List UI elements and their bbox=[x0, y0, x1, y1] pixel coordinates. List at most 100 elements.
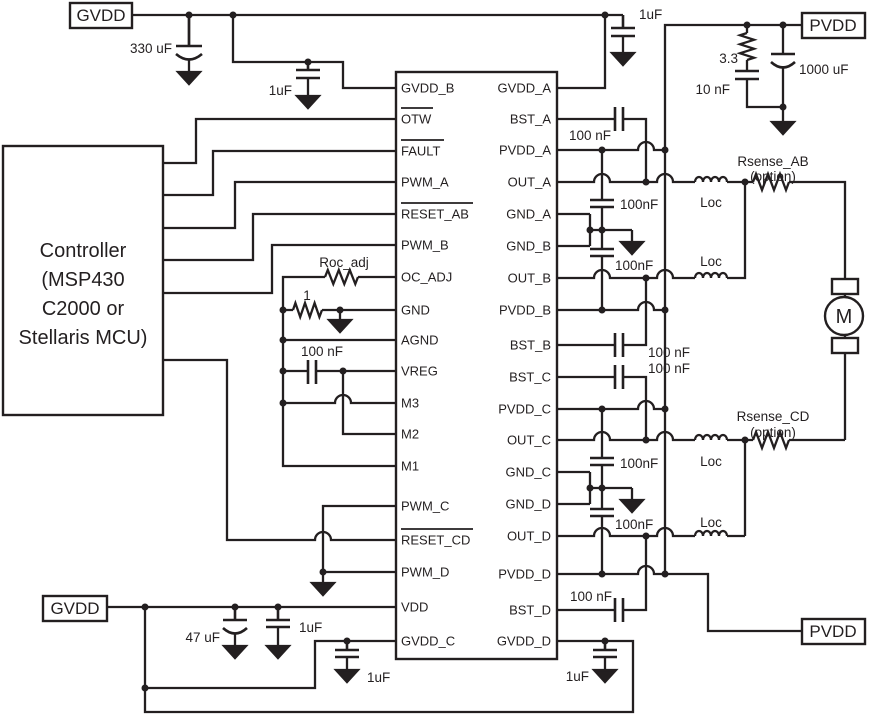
junction-dot bbox=[586, 226, 594, 234]
motor-circle bbox=[823, 295, 865, 337]
label-ind-c: Loc bbox=[700, 454, 722, 469]
label-rsense-cd-option: (option) bbox=[750, 425, 796, 440]
pin-label-gnd-d: GND_D bbox=[505, 497, 551, 512]
pin-label-bst-a: BST_A bbox=[510, 112, 552, 127]
label-res-1: 1 bbox=[303, 288, 311, 303]
junction-dots bbox=[141, 11, 787, 692]
junction-dot bbox=[642, 532, 650, 540]
junction-dot bbox=[601, 11, 609, 19]
capacitor-1000uf bbox=[770, 52, 796, 69]
junction-dot bbox=[274, 603, 282, 611]
motor-label: M bbox=[836, 306, 853, 328]
pin-label-reset-cd: RESET_CD bbox=[401, 533, 470, 548]
pin-label-gvdd-a: GVDD_A bbox=[498, 81, 552, 96]
junction-dot bbox=[141, 684, 149, 692]
label-cap-dec-ab1: 100nF bbox=[620, 197, 658, 212]
junction-dot bbox=[231, 603, 239, 611]
motor-terminal-bottom bbox=[830, 336, 860, 355]
pin-label-gvdd-b: GVDD_B bbox=[401, 81, 454, 96]
junction-dot bbox=[661, 146, 669, 154]
controller-box bbox=[1, 144, 165, 417]
junction-dot bbox=[141, 603, 149, 611]
pin-label-bst-c: BST_C bbox=[509, 370, 551, 385]
junction-dot bbox=[743, 21, 751, 29]
junction-dot bbox=[343, 637, 351, 645]
ic-right-pin-labels: GVDD_A BST_A PVDD_A OUT_A GND_A GND_B OU… bbox=[497, 81, 552, 649]
junction-dot bbox=[598, 146, 606, 154]
capacitor-bst-d bbox=[613, 598, 625, 622]
pin-label-out-d: OUT_D bbox=[507, 529, 551, 544]
pin-label-m1: M1 bbox=[401, 459, 419, 474]
junction-dot bbox=[661, 570, 669, 578]
resistor-1 bbox=[291, 299, 324, 321]
pin-label-vreg: VREG bbox=[401, 364, 438, 379]
label-cap-bst-a: 100 nF bbox=[569, 128, 611, 143]
ground-symbol bbox=[221, 634, 249, 660]
label-cap-330uf: 330 uF bbox=[130, 41, 172, 56]
pin-label-otw: OTW bbox=[401, 112, 432, 127]
junction-dot bbox=[339, 367, 347, 375]
controller-line-1: Controller bbox=[40, 240, 127, 262]
junction-dot bbox=[598, 306, 606, 314]
pin-label-reset-ab: RESET_AB bbox=[401, 207, 469, 222]
ground-symbol bbox=[264, 627, 292, 660]
pin-label-pwm-b: PWM_B bbox=[401, 238, 449, 253]
pin-label-gnd-a: GND_A bbox=[506, 207, 551, 222]
label-rsense-ab-option: (option) bbox=[750, 169, 796, 184]
pin-label-pwm-c: PWM_C bbox=[401, 499, 449, 514]
label-res-roc-adj: Roc_adj bbox=[319, 255, 369, 270]
pin-label-m3: M3 bbox=[401, 396, 419, 411]
capacitor-10nf bbox=[735, 69, 759, 81]
capacitor-vreg bbox=[306, 360, 318, 384]
junction-dot bbox=[642, 274, 650, 282]
label-cap-1uf-gvdd-b: 1uF bbox=[269, 83, 292, 98]
ground-symbol bbox=[333, 657, 361, 684]
inductor-loc-d bbox=[693, 529, 729, 537]
pin-label-pwm-d: PWM_D bbox=[401, 565, 449, 580]
capacitor-1uf-gvdd-a bbox=[611, 15, 635, 38]
junction-dot bbox=[601, 637, 609, 645]
gvdd-top-box bbox=[68, 1, 134, 30]
ground-symbol bbox=[175, 60, 203, 86]
junction-dot bbox=[185, 11, 193, 19]
label-cap-1uf-gvdd-d: 1uF bbox=[566, 669, 589, 684]
pin-label-pvdd-a: PVDD_A bbox=[499, 143, 551, 158]
junction-dot bbox=[598, 484, 606, 492]
ic-box bbox=[394, 70, 559, 661]
label-cap-47uf: 47 uF bbox=[185, 630, 220, 645]
controller-label: Controller (MSP430 C2000 or Stellaris MC… bbox=[19, 240, 148, 349]
wire-controller-signals bbox=[163, 117, 396, 542]
junction-dot bbox=[336, 306, 344, 314]
ground-symbol bbox=[609, 36, 637, 67]
label-ind-b: Loc bbox=[700, 254, 722, 269]
wire-pvdd-rail bbox=[663, 23, 802, 574]
motor-terminal-top bbox=[830, 277, 860, 296]
junction-dot bbox=[779, 103, 787, 111]
pin-label-out-c: OUT_C bbox=[507, 433, 551, 448]
junction-dot bbox=[229, 11, 237, 19]
pin-label-pvdd-d: PVDD_D bbox=[498, 567, 551, 582]
ground-symbol bbox=[769, 107, 797, 136]
resistor-rsense-ab bbox=[751, 170, 791, 194]
pin-label-agnd: AGND bbox=[401, 333, 439, 348]
ic-left-pin-labels: GVDD_B OTW FAULT PWM_A RESET_AB PWM_B OC… bbox=[401, 81, 473, 649]
label-cap-bst-d: 100 nF bbox=[570, 589, 612, 604]
pin-label-pvdd-c: PVDD_C bbox=[498, 402, 551, 417]
pin-label-fault: FAULT bbox=[401, 144, 441, 159]
label-rsense-cd: Rsense_CD bbox=[737, 409, 810, 424]
junction-dot bbox=[279, 336, 287, 344]
pin-label-m2: M2 bbox=[401, 427, 419, 442]
pin-label-pwm-a: PWM_A bbox=[401, 175, 449, 190]
pin-label-vdd: VDD bbox=[401, 600, 428, 615]
pin-label-pvdd-b: PVDD_B bbox=[499, 303, 551, 318]
junction-dot bbox=[304, 58, 312, 66]
resistor-rsense-cd bbox=[751, 428, 791, 452]
capacitor-bst-c bbox=[613, 365, 625, 389]
capacitor-decoupling-b bbox=[590, 247, 614, 258]
junction-dot bbox=[661, 306, 669, 314]
ground-symbol bbox=[294, 78, 322, 110]
label-ind-d: Loc bbox=[700, 515, 722, 530]
gvdd-bottom-box bbox=[41, 594, 109, 623]
